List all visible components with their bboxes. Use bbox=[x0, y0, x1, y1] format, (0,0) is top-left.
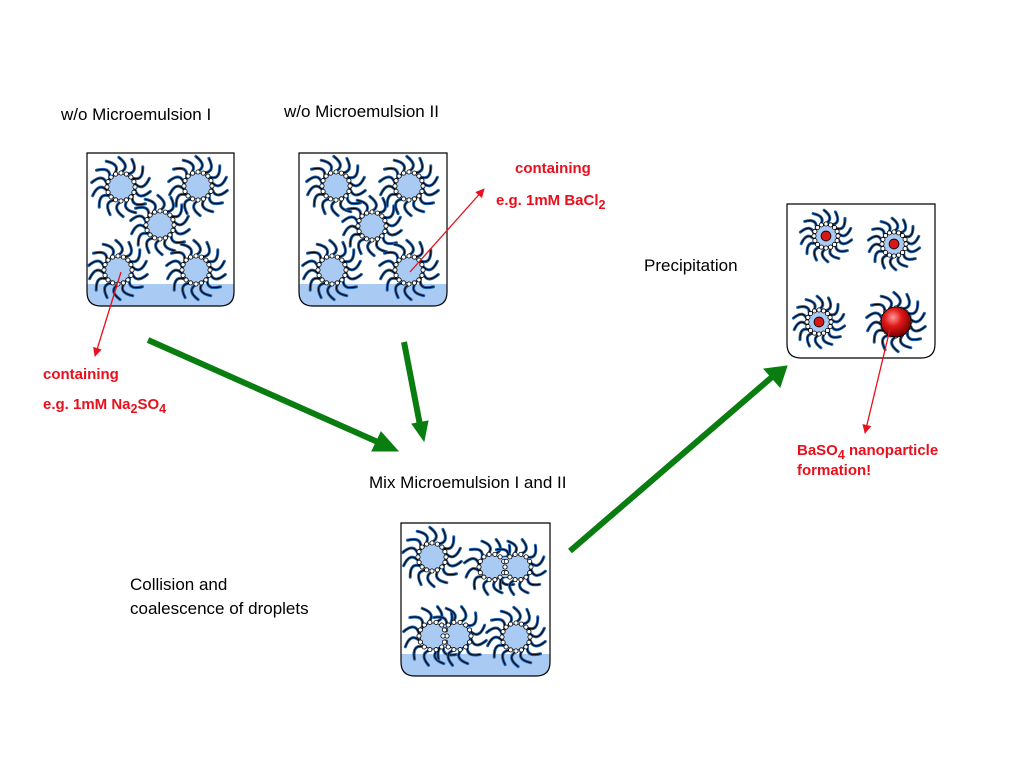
annotation-reagent-1: e.g. 1mM Na2SO4 bbox=[43, 396, 167, 416]
container-microemulsion-1 bbox=[86, 152, 235, 307]
annotation-pointers bbox=[93, 188, 891, 434]
micelle-droplet bbox=[129, 193, 191, 257]
label-collision-line2: coalescence of droplets bbox=[130, 599, 309, 618]
micelle-droplet bbox=[90, 155, 152, 219]
micelle-droplet bbox=[798, 208, 854, 264]
annotation-containing-2: containing bbox=[515, 160, 591, 177]
coalesced-droplet bbox=[463, 538, 547, 596]
annotation-product-line2: formation! bbox=[797, 462, 872, 479]
micelle-droplet bbox=[485, 605, 547, 669]
label-mix: Mix Microemulsion I and II bbox=[369, 473, 567, 492]
container-microemulsion-2 bbox=[298, 152, 448, 307]
micelle-droplet bbox=[865, 290, 927, 354]
micelle-droplet bbox=[301, 238, 363, 302]
arrow-head-2 bbox=[411, 420, 429, 443]
droplets-group-3 bbox=[791, 208, 927, 354]
label-precipitation: Precipitation bbox=[644, 256, 738, 275]
micelle-droplet bbox=[378, 154, 440, 218]
container-mixed bbox=[400, 522, 551, 677]
arrow-head-3 bbox=[762, 365, 788, 388]
micelle-droplet bbox=[791, 294, 847, 350]
micelle-droplet bbox=[401, 525, 463, 589]
container-precipitation bbox=[786, 203, 936, 359]
micelle-droplet bbox=[167, 154, 229, 218]
annotation-reagent-2: e.g. 1mM BaCl2 bbox=[496, 192, 606, 212]
annotation-product: BaSO4 nanoparticle bbox=[797, 442, 939, 462]
annotation-containing-1: containing bbox=[43, 366, 119, 383]
label-microemulsion-2: w/o Microemulsion II bbox=[284, 102, 439, 121]
micelle-droplet bbox=[305, 154, 367, 218]
label-microemulsion-1: w/o Microemulsion I bbox=[61, 105, 212, 124]
arrow-head-1 bbox=[371, 431, 400, 452]
process-arrows bbox=[146, 337, 788, 554]
micelle-droplet bbox=[378, 238, 440, 302]
coalesced-droplet bbox=[402, 605, 488, 667]
droplets-group-4 bbox=[401, 525, 547, 669]
micelle-droplet bbox=[165, 238, 227, 302]
droplets-group-2 bbox=[301, 154, 440, 302]
droplets-group-1 bbox=[87, 154, 229, 302]
micelle-droplet bbox=[866, 216, 922, 272]
label-collision-line1: Collision and bbox=[130, 575, 228, 594]
micelle-droplet bbox=[341, 194, 403, 258]
